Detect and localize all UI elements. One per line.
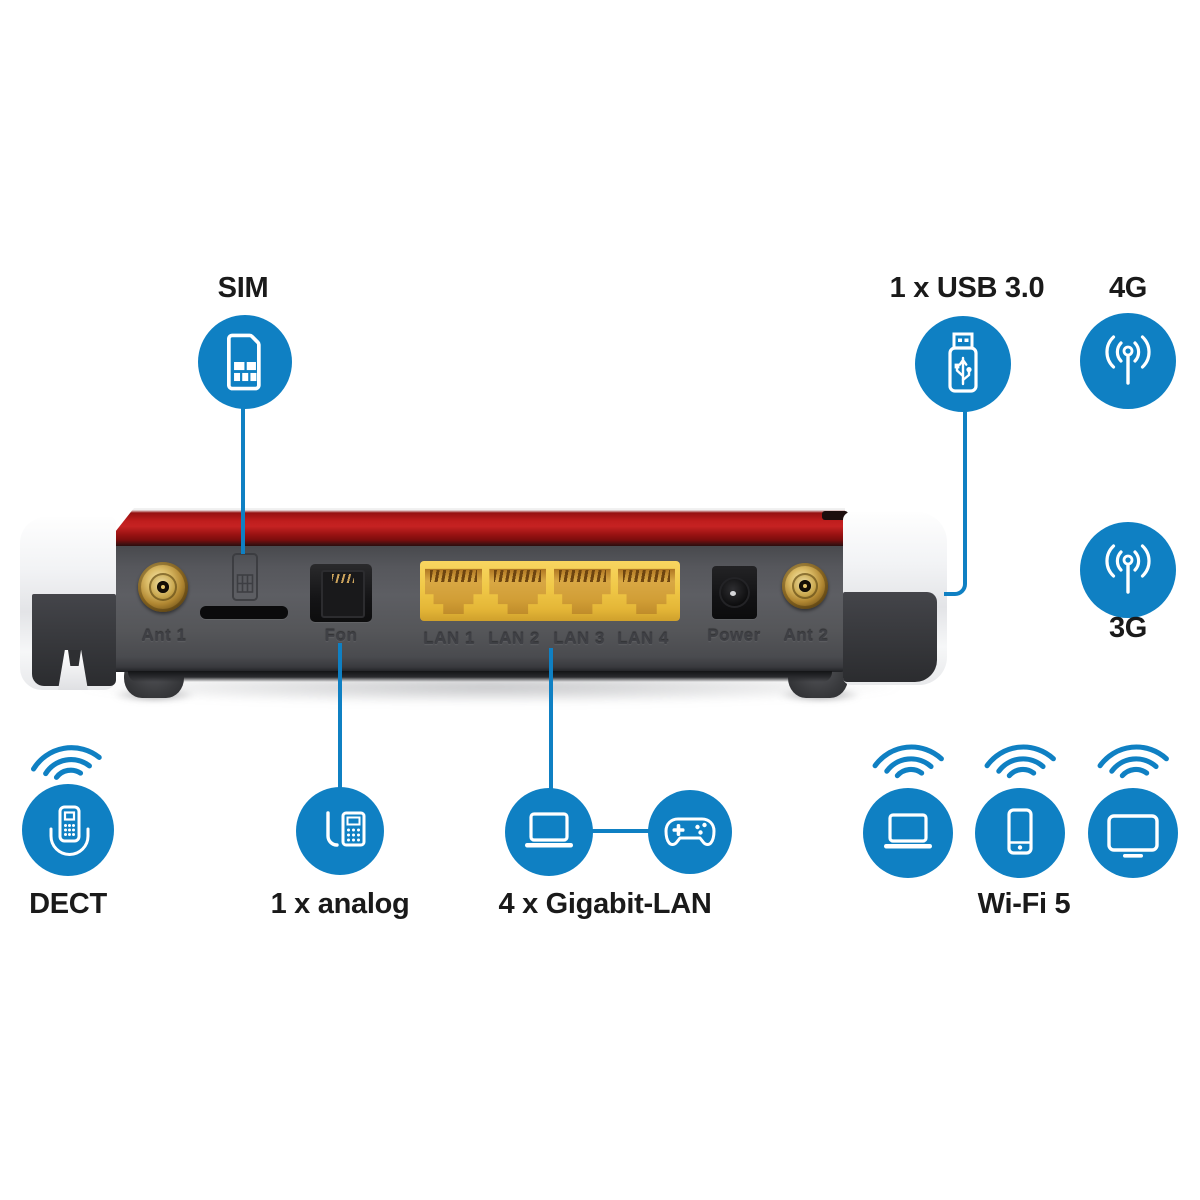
- dect-badge: [22, 784, 114, 876]
- ant1-port-label: Ant 1: [141, 626, 187, 645]
- ant2-port-label: Ant 2: [783, 626, 829, 645]
- ant1-sma-connector: [138, 562, 188, 612]
- dect-label: DECT: [29, 888, 107, 920]
- wifi-smartphone-badge: [975, 788, 1065, 878]
- wifi-waves-icon: [31, 745, 102, 780]
- gigabit-laptop-badge: [505, 788, 593, 876]
- lan3-port: [553, 568, 611, 614]
- wifi-waves-icon: [872, 744, 944, 779]
- usb-label: 1 x USB 3.0: [889, 272, 1045, 304]
- right-cap-inset: [843, 592, 937, 682]
- wifi-waves-icon: [984, 744, 1056, 779]
- lan1-port: [425, 568, 482, 614]
- sim-card-icon: [227, 333, 261, 391]
- power-port: [712, 566, 757, 619]
- analog-label: 1 x analog: [270, 888, 410, 920]
- 3g-label: 3G: [1108, 612, 1148, 644]
- left-cap-notch-tooth: [68, 650, 81, 666]
- lan3-port-label: LAN 3: [553, 629, 605, 648]
- lan-port-block: [420, 561, 680, 621]
- lan2-port: [489, 568, 547, 614]
- cellular-antenna-icon: [1105, 335, 1151, 385]
- gigabit-gamepad-badge: [648, 790, 732, 874]
- 4g-label: 4G: [1108, 272, 1148, 304]
- fon-port-label: Fon: [324, 626, 358, 645]
- smartphone-icon: [1007, 808, 1033, 855]
- ant2-sma-connector: [782, 563, 828, 609]
- 3g-badge: [1080, 522, 1176, 618]
- router-left-cap: [20, 517, 116, 690]
- wifi-waves-icon: [1097, 744, 1169, 779]
- sim-engraved-icon: [232, 553, 258, 601]
- lan2-port-label: LAN 2: [488, 629, 540, 648]
- usb-badge: [915, 316, 1011, 412]
- laptop-icon: [525, 812, 573, 848]
- gigabit-lan-label: 4 x Gigabit-LAN: [498, 888, 712, 920]
- sim-callout-line: [241, 406, 245, 554]
- wifi-laptop-badge: [863, 788, 953, 878]
- lan-callout-line: [549, 648, 553, 789]
- router-underside: [128, 671, 832, 682]
- lan4-port: [617, 568, 675, 614]
- lan1-port-label: LAN 1: [423, 629, 475, 648]
- analog-badge: [296, 787, 384, 875]
- router-right-cap: [843, 512, 947, 685]
- wifi-tv-badge: [1088, 788, 1178, 878]
- fon-port-pins: [332, 574, 354, 583]
- fon-port: [310, 564, 372, 622]
- laptop-icon: [884, 813, 932, 849]
- lan4-port-label: LAN 4: [617, 629, 669, 648]
- sim-badge: [198, 315, 292, 409]
- power-port-label: Power: [707, 626, 761, 645]
- fon-callout-line: [338, 643, 342, 789]
- usb-callout-line: [944, 408, 967, 596]
- desk-phone-icon: [326, 811, 366, 847]
- sim-label: SIM: [217, 272, 269, 304]
- wifi5-label: Wi-Fi 5: [977, 888, 1071, 920]
- tv-icon: [1107, 814, 1159, 858]
- game-controller-icon: [664, 817, 716, 847]
- usb-stick-icon: [948, 332, 978, 393]
- gigabit-connector-line: [590, 829, 650, 833]
- top-vent-slot: [822, 511, 848, 520]
- cellular-antenna-icon: [1105, 544, 1151, 594]
- cordless-phone-icon: [49, 805, 90, 856]
- sim-slot: [200, 606, 288, 619]
- 4g-badge: [1080, 313, 1176, 409]
- router-red-top: [104, 508, 845, 546]
